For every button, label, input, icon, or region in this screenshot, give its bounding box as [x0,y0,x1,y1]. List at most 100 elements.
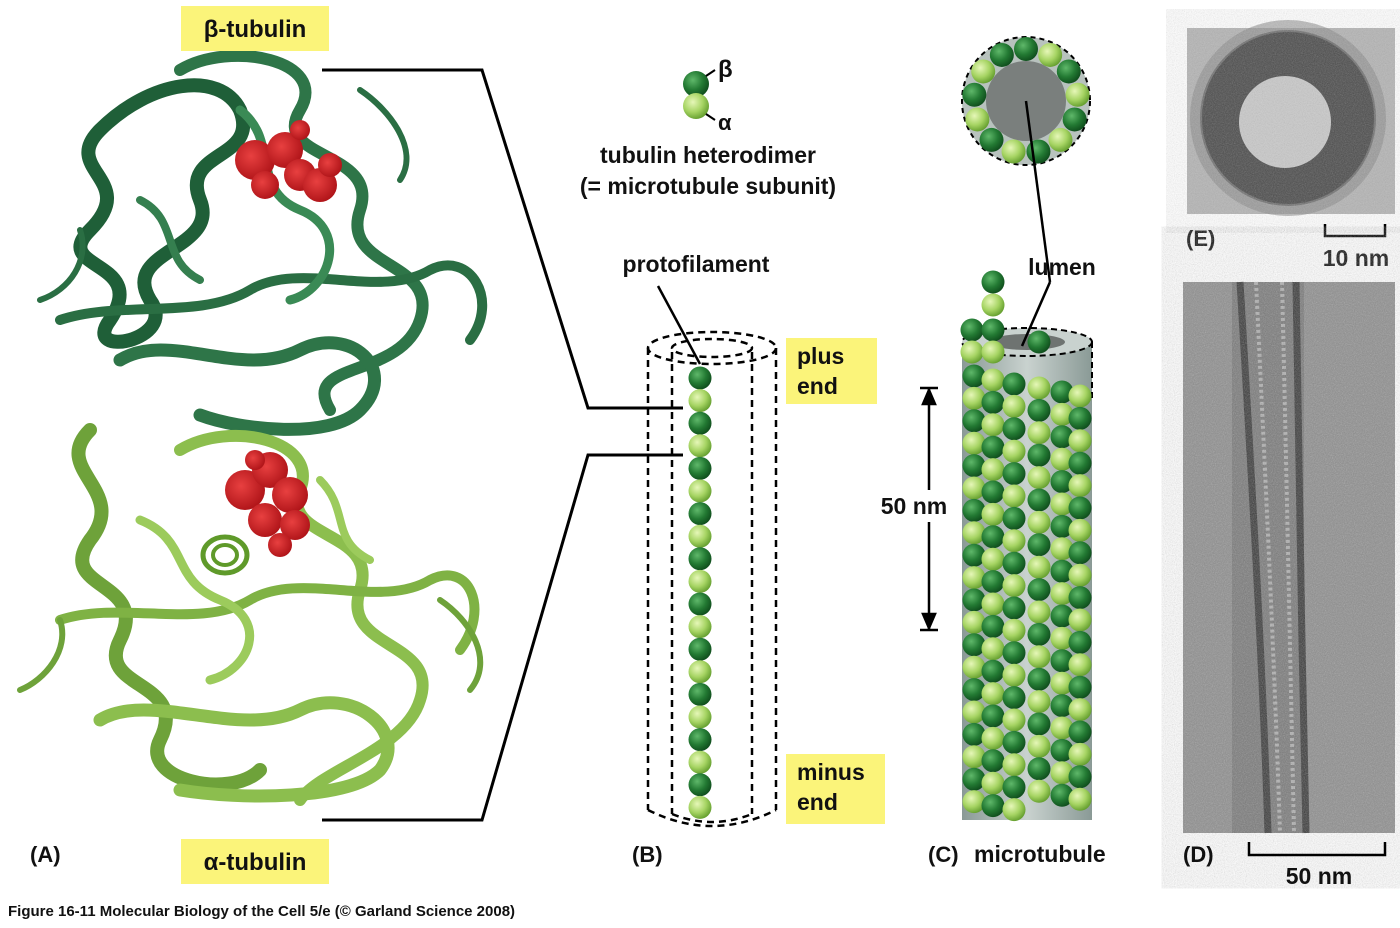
beta-subunit-bead [1002,730,1026,754]
alpha-subunit-bead [688,569,712,593]
alpha-subunit-bead [1050,492,1074,516]
alpha-tubulin-label: α-tubulin [204,849,307,876]
gtp-molecule-alpha [225,450,310,557]
beta-subunit-bead [1068,675,1092,699]
beta-subunit-bead [688,547,712,571]
alpha-subunit-bead [688,660,712,684]
beta-subunit-bead [1027,757,1051,781]
alpha-subunit-bead [1002,618,1026,642]
panel-c-microtubule: lumen 50 nm (C) microtubule [868,36,1106,867]
beta-subunit-bead [960,318,984,342]
beta-subunit-bead [1068,406,1092,430]
alpha-subunit-bead [1027,779,1051,803]
alpha-tubulin-ribbon [17,423,484,806]
beta-subunit-bead [1027,578,1051,602]
beta-subunit-bead [981,570,1005,594]
beta-subunit-bead [688,773,712,797]
beta-subunit-bead [1027,533,1051,557]
beta-subunit-bead [1068,586,1092,610]
alpha-subunit-bead [962,700,986,724]
alpha-subunit-bead [981,547,1005,571]
beta-subunit-bead [962,722,986,746]
alpha-subunit-bead [1027,510,1051,534]
alpha-subunit-bead [981,340,1005,364]
beta-subunit-bead [981,749,1005,773]
beta-subunit-bead [962,767,986,791]
beta-subunit-bead [1002,686,1026,710]
beta-subunit-bead [962,409,986,433]
beta-subunit-bead [688,456,712,480]
alpha-subunit-bead [981,293,1005,317]
alpha-subunit-bead [981,637,1005,661]
alpha-subunit-bead [1027,734,1051,758]
beta-subunit-bead [688,502,712,526]
alpha-subunit-bead [1068,384,1092,408]
beta-subunit-bead [1002,417,1026,441]
alpha-subunit-bead [688,434,712,458]
alpha-subunit-bead [962,610,986,634]
alpha-subunit-bead [688,750,712,774]
beta-symbol: β [718,56,733,83]
scale-bar-10nm [1323,224,1387,238]
minus-end-label-2: end [797,789,838,815]
panel-d-micrograph: (D) 50 nm [1183,281,1395,889]
alpha-subunit-bead [688,705,712,729]
alpha-subunit-bead [962,386,986,410]
beta-subunit-bead [962,498,986,522]
panel-a-structure: β-tubulin α-tubulin (A) [17,6,488,884]
beta-subunit-bead [1002,506,1026,530]
alpha-subunit-bead [1002,394,1026,418]
alpha-subunit-bead [1027,555,1051,579]
beta-subunit-bead [1068,541,1092,565]
plus-end-label-1: plus [797,343,844,369]
scale-10nm-label: 10 nm [1323,245,1389,271]
alpha-subunit-bead [1002,663,1026,687]
panel-c-label: (C) [928,842,959,867]
alpha-subunit-bead [1027,421,1051,445]
beta-subunit-bead [1050,694,1074,718]
panel-b-label: (B) [632,842,663,867]
beta-subunit-bead [981,318,1005,342]
beta-subunit-bead [1027,667,1051,691]
beta-subunit-bead [962,364,986,388]
beta-subunit-bead [1068,496,1092,520]
beta-subunit-bead [981,704,1005,728]
beta-subunit-bead [1026,139,1051,164]
scale-bar-50nm-em [1247,842,1387,857]
beta-subunit-bead [981,659,1005,683]
alpha-subunit-bead [688,615,712,639]
beta-subunit-bead [981,480,1005,504]
alpha-subunit-bead [981,682,1005,706]
alpha-subunit-bead [962,790,986,814]
panel-e-label: (E) [1186,226,1215,251]
alpha-subunit-bead [1002,439,1026,463]
beta-subunit-bead [1002,775,1026,799]
alpha-subunit-bead [1027,466,1051,490]
beta-subunit-bead [1027,488,1051,512]
alpha-subunit-bead [1027,376,1051,400]
scale-50nm-label: 50 nm [881,493,947,519]
beta-subunit-bead [1027,330,1051,354]
beta-tubulin-ribbon [37,49,488,436]
beta-subunit-bead [1050,738,1074,762]
beta-subunit-bead [1002,596,1026,620]
alpha-subunit-bead [1027,645,1051,669]
beta-subunit-bead [981,525,1005,549]
beta-subunit-bead [688,592,712,616]
beta-subunit-bead [1068,451,1092,475]
beta-subunit-bead [688,366,712,390]
beta-subunit [683,71,709,97]
alpha-tubulin-label-bg [181,839,329,884]
alpha-subunit-bead [1068,474,1092,498]
alpha-subunit-bead [1068,429,1092,453]
beta-subunit-bead [1027,443,1051,467]
beta-subunit-bead [1027,712,1051,736]
alpha-subunit-bead [1002,529,1026,553]
beta-subunit-bead [1050,514,1074,538]
beta-subunit-bead [962,678,986,702]
alpha-subunit-bead [688,795,712,819]
alpha-subunit-bead [962,431,986,455]
alpha-subunit-bead [1027,690,1051,714]
scale-50nm-em-label: 50 nm [1286,863,1352,889]
